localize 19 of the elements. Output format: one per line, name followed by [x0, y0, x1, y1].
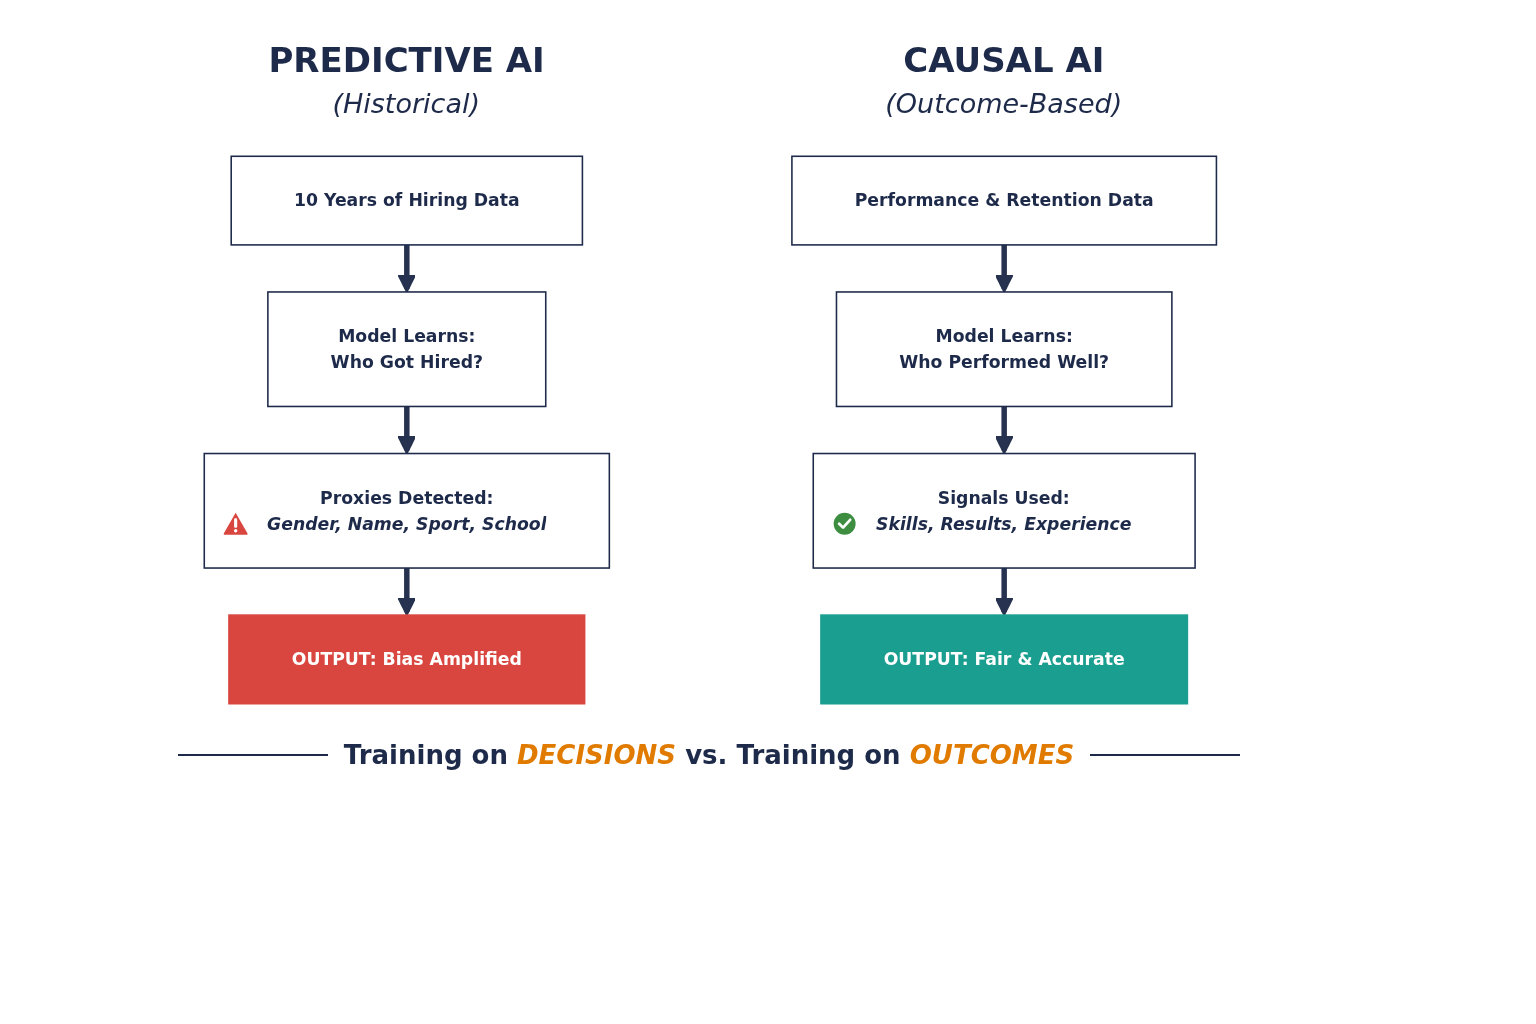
- arrow: [396, 244, 416, 293]
- arrow: [994, 244, 1014, 293]
- arrow: [994, 568, 1014, 616]
- node-box: Performance & Retention Data: [790, 155, 1217, 246]
- column-subheading: (Outcome-Based): [885, 88, 1123, 119]
- node-box: 10 Years of Hiring Data: [230, 155, 583, 246]
- caption: Training on DECISIONS vs. Training on OUTCOMES: [343, 740, 1075, 770]
- arrow: [396, 568, 416, 616]
- node-box: Model Learns: Who Performed Well?: [835, 291, 1173, 408]
- column-subheading: (Historical): [332, 88, 480, 119]
- node-box: Model Learns: Who Got Hired?: [266, 291, 547, 408]
- node-box: Proxies Detected: Gender, Name, Sport, School: [203, 452, 610, 569]
- node-box: Signals Used: Skills, Results, Experience: [812, 452, 1196, 569]
- node-box: OUTPUT: Fair & Accurate: [819, 614, 1188, 705]
- node-box: OUTPUT: Bias Amplified: [227, 614, 586, 705]
- arrow: [994, 406, 1014, 455]
- column-heading: CAUSAL AI: [903, 40, 1105, 80]
- arrow: [396, 406, 416, 455]
- column-heading: PREDICTIVE AI: [268, 40, 545, 80]
